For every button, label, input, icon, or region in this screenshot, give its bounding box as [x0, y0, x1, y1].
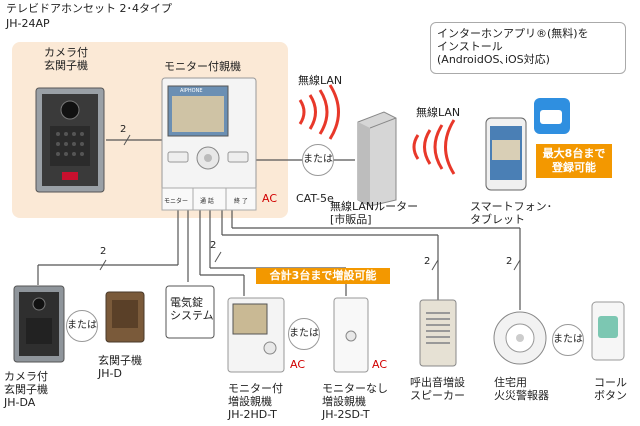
router-image — [357, 111, 397, 207]
master-monitor-image — [161, 77, 257, 211]
product-title: テレビドアホンセット 2･4タイプ — [6, 2, 172, 15]
cat5e-label: CAT-5e — [296, 192, 334, 205]
wireless-waves-left — [298, 84, 340, 140]
max-8-badge: 最大8台まで 登録可能 — [536, 144, 612, 178]
door-da-image — [13, 285, 65, 363]
fire-alarm-image — [493, 311, 547, 365]
product-model: JH-24AP — [6, 17, 50, 30]
call-button-image — [591, 301, 625, 361]
call-button-label: コール ボタン — [594, 376, 627, 402]
ac-label-3: AC — [372, 358, 388, 371]
max-3-badge: 合計3台まで増設可能 — [256, 268, 390, 284]
ac-label-2: AC — [290, 358, 306, 371]
end-button-label: 終 了 — [234, 198, 248, 205]
router-label: 無線LANルーター [市販品] — [330, 200, 419, 226]
app-icon-image — [534, 98, 570, 134]
screen-brand: AIPHONE — [180, 88, 203, 94]
speaker-label: 呼出音増設 スピーカー — [410, 376, 465, 402]
monitor-button-label: モニター — [164, 198, 189, 205]
or-badge-2: または — [66, 310, 98, 342]
door-d-label: 玄関子機 JH-D — [98, 354, 142, 380]
wire-count-1: 2 — [120, 124, 127, 135]
smartphone-image — [485, 117, 527, 191]
wireless-lan-label-2: 無線LAN — [416, 106, 461, 119]
fire-alarm-label: 住宅用 火災警報器 — [494, 376, 549, 402]
smartphone-label: スマートフォン･ タブレット — [470, 200, 553, 226]
call-talk-button-label: 通 話 — [200, 198, 214, 205]
sub-monitor-hd-image — [227, 297, 285, 373]
app-install-callout: インターホンアプリ®(無料)を インストール (AndroidOS､iOS対応) — [430, 22, 626, 74]
wireless-lan-label-1: 無線LAN — [298, 74, 343, 87]
door-station-image — [35, 87, 105, 193]
speaker-image — [419, 299, 457, 367]
door-station-label: カメラ付 玄関子機 — [44, 46, 88, 72]
door-da-label: カメラ付 玄関子機 JH-DA — [4, 370, 48, 409]
wireless-waves-right — [412, 119, 456, 175]
or-badge-1: または — [302, 144, 334, 176]
sub-monitor-sd-image — [333, 297, 369, 373]
wire-count-3: 2 — [210, 240, 217, 251]
master-monitor-label: モニター付親機 — [164, 60, 241, 73]
or-badge-4: または — [552, 324, 584, 356]
or-badge-3: または — [288, 318, 320, 350]
wire-count-5: 2 — [506, 256, 513, 267]
sub-monitor-sd-label: モニターなし 増設親機 JH-2SD-T — [322, 382, 388, 421]
lock-system-label: 電気錠 システム — [170, 296, 214, 322]
wire-count-4: 2 — [424, 256, 431, 267]
ac-label-1: AC — [262, 192, 278, 205]
wire-count-2: 2 — [100, 246, 107, 257]
sub-monitor-hd-label: モニター付 増設親機 JH-2HD-T — [228, 382, 283, 421]
door-d-image — [105, 291, 145, 343]
lock-system-box — [165, 285, 215, 339]
